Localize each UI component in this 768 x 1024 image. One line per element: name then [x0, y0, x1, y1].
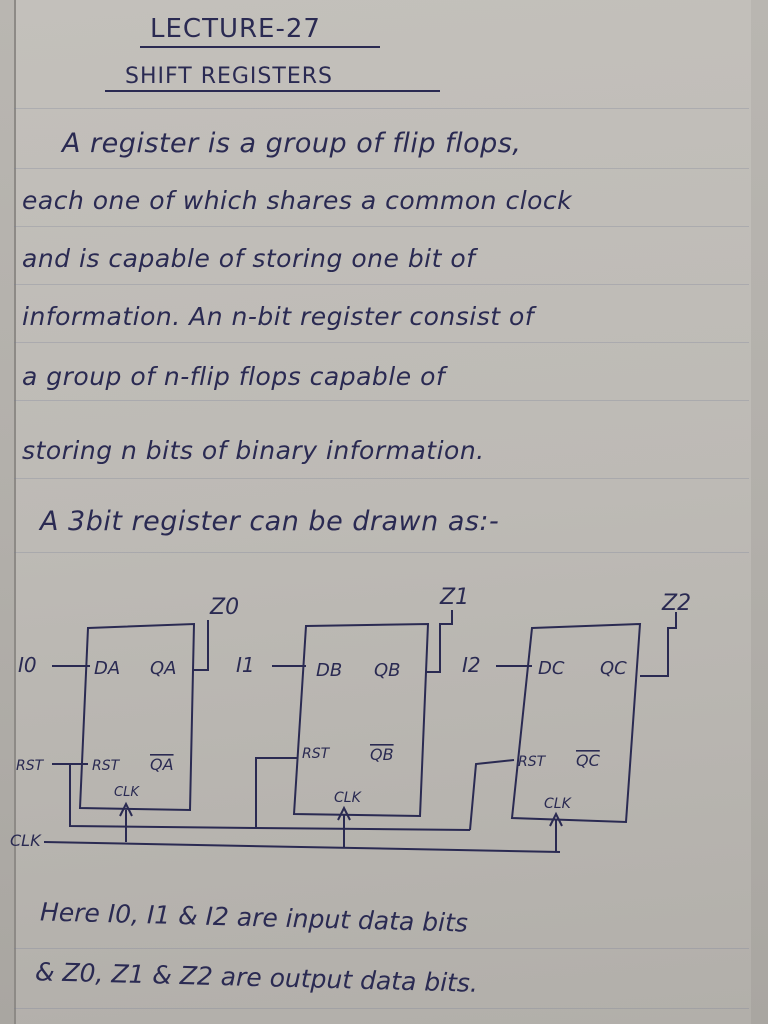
output-line-z1	[426, 610, 453, 673]
flipflop-b-box	[292, 622, 430, 818]
flipflop-c-q-label: QC	[600, 658, 627, 679]
topic-title: SHIFT REGISTERS	[125, 64, 333, 89]
flipflop-a-box	[78, 622, 196, 812]
flipflop-c-clk-label: CLK	[544, 796, 573, 812]
flipflop-c-rst-label: RST	[518, 754, 547, 770]
rst-line-b	[255, 757, 298, 828]
flipflop-b-qbar-label: QB	[370, 745, 394, 764]
flipflop-a-qbar-label: QA	[150, 755, 174, 774]
notebook-page	[14, 0, 751, 1024]
register-diagram: Z0 Z1 Z2 I0 I1 I2 DA QA RST QA CLK DB QB…	[10, 585, 691, 853]
flipflop-b-d-label: DB	[316, 660, 342, 681]
clk-triangle-c	[549, 811, 563, 827]
lecture-title-underline	[140, 46, 380, 48]
flipflop-b-q-label: QB	[374, 660, 401, 681]
paragraph-line: a group of n-flip flops capable of	[22, 362, 446, 391]
ruled-line	[14, 168, 749, 169]
flipflop-c-box	[510, 622, 642, 824]
input-label-i2: I2	[462, 653, 481, 677]
rst-label: RST	[16, 758, 45, 774]
ruled-line	[14, 108, 749, 109]
flipflop-a-rst-label: RST	[92, 758, 121, 774]
paragraph-line: A register is a group of flip flops,	[62, 128, 522, 159]
rst-bus-2	[255, 827, 471, 831]
flipflop-a-q-label: QA	[150, 658, 176, 679]
input-label-i0: I0	[18, 653, 37, 677]
flipflop-c-qbar-label: QC	[576, 751, 601, 770]
output-label-z1: Z1	[439, 585, 469, 610]
diagram-intro-line: A 3bit register can be drawn as:-	[40, 506, 500, 537]
clk-bus	[43, 841, 561, 853]
flipflop-c-d-label: DC	[538, 658, 565, 679]
paragraph-line: storing n bits of binary information.	[22, 436, 485, 465]
ruled-line	[14, 948, 749, 949]
paragraph-line: information. An n-bit register consist o…	[22, 302, 535, 331]
lecture-title: LECTURE-27	[150, 14, 321, 44]
output-line-z0	[194, 620, 209, 671]
clk-label: CLK	[10, 831, 42, 850]
rst-line-c	[469, 759, 515, 831]
paragraph-line: and is capable of storing one bit of	[22, 244, 476, 273]
rst-bus	[69, 764, 257, 829]
ruled-line	[14, 400, 749, 401]
ruled-line	[14, 226, 749, 227]
topic-title-underline	[105, 90, 440, 92]
flipflop-b-rst-label: RST	[302, 746, 331, 762]
ruled-line	[14, 552, 749, 553]
input-label-i1: I1	[236, 653, 255, 677]
ruled-line	[14, 478, 749, 479]
output-label-z0: Z0	[209, 595, 239, 620]
ruled-line	[14, 342, 749, 343]
ruled-line	[14, 284, 749, 285]
ruled-line	[14, 1008, 749, 1009]
clk-triangle-b	[337, 805, 351, 821]
flipflop-a-d-label: DA	[94, 658, 120, 679]
clk-triangle-a	[119, 801, 133, 817]
output-label-z2: Z2	[661, 591, 691, 616]
output-line-z2	[640, 612, 677, 677]
flipflop-b-clk-label: CLK	[334, 790, 363, 806]
flipflop-a-clk-label: CLK	[114, 785, 140, 800]
paragraph-line: each one of which shares a common clock	[22, 186, 573, 215]
